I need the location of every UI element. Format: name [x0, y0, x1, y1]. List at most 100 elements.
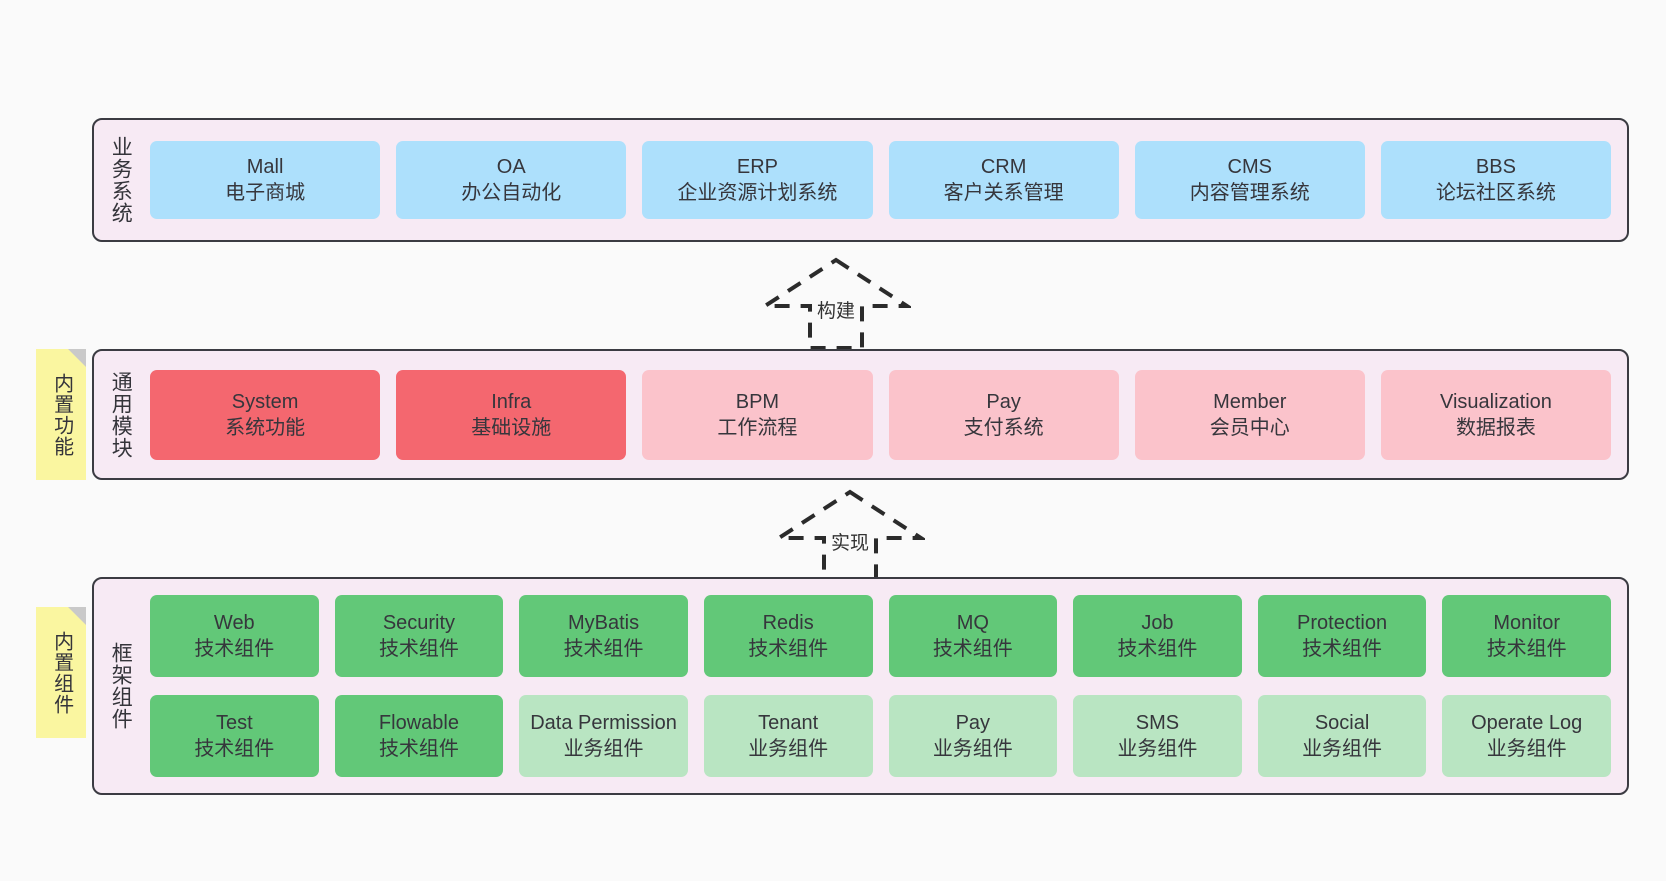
node-title: MQ: [956, 612, 989, 634]
node-row: Mall 电子商城 OA 办公自动化 ERP 企业资源计划系统 CRM 客户关系…: [150, 141, 1612, 219]
node-crm[interactable]: CRM 客户关系管理: [888, 141, 1119, 219]
sticky-note-builtin-function: 内置功能: [36, 349, 86, 480]
node-title: Infra: [491, 390, 532, 413]
node-title: Flowable: [378, 712, 459, 734]
node-pay-module[interactable]: Pay 支付系统: [888, 369, 1119, 460]
node-title: Member: [1213, 390, 1287, 413]
node-title: Data Permission: [530, 712, 677, 734]
node-title: Operate Log: [1471, 712, 1583, 734]
node-title: CMS: [1227, 156, 1272, 178]
node-title: Protection: [1297, 612, 1388, 634]
node-subtitle: 论坛社区系统: [1435, 182, 1556, 204]
layer-framework-component-caption: 框架组件: [109, 642, 133, 730]
node-subtitle: 会员中心: [1209, 416, 1290, 439]
node-subtitle: 技术组件: [748, 638, 829, 660]
page-fold-icon: [68, 607, 86, 625]
layer-framework-component-body: Web 技术组件 Security 技术组件 MyBatis 技术组件 Redi…: [146, 579, 1627, 793]
node-mybatis[interactable]: MyBatis 技术组件: [519, 595, 688, 677]
node-bpm[interactable]: BPM 工作流程: [642, 369, 873, 460]
node-title: Pay: [955, 712, 991, 734]
node-subtitle: 数据报表: [1455, 416, 1536, 439]
dashed-up-arrow-icon: [775, 489, 925, 582]
node-subtitle: 办公自动化: [461, 182, 562, 204]
sticky-note-label: 内置组件: [50, 630, 73, 715]
node-subtitle: 工作流程: [717, 416, 798, 439]
node-title: BPM: [735, 390, 780, 413]
node-tenant[interactable]: Tenant 业务组件: [703, 695, 873, 777]
node-title: Mall: [246, 156, 284, 178]
node-subtitle: 内容管理系统: [1189, 182, 1310, 204]
layer-common-module: 通用模块 System 系统功能 Infra 基础设施 BPM 工作流程 Pay…: [92, 349, 1629, 480]
node-visualization[interactable]: Visualization 数据报表: [1380, 369, 1612, 460]
node-job[interactable]: Job 技术组件: [1073, 595, 1242, 677]
sticky-note-label: 内置功能: [50, 372, 73, 457]
node-mall[interactable]: Mall 电子商城: [150, 141, 381, 219]
node-row: System 系统功能 Infra 基础设施 BPM 工作流程 Pay 支付系统…: [150, 369, 1612, 460]
node-subtitle: 基础设施: [471, 416, 552, 439]
node-subtitle: 技术组件: [563, 638, 644, 660]
node-infra[interactable]: Infra 基础设施: [396, 369, 627, 460]
sticky-note-builtin-component: 内置组件: [36, 607, 86, 738]
node-title: Social: [1314, 712, 1370, 734]
node-subtitle: 业务组件: [1117, 738, 1198, 760]
node-subtitle: 技术组件: [194, 638, 275, 660]
node-subtitle: 企业资源计划系统: [677, 182, 838, 204]
node-subtitle: 客户关系管理: [943, 182, 1064, 204]
node-row: Test 技术组件 Flowable 技术组件 Data Permission …: [150, 695, 1611, 777]
node-title: Visualization: [1439, 390, 1552, 413]
node-operate-log[interactable]: Operate Log 业务组件: [1442, 695, 1611, 777]
node-bbs[interactable]: BBS 论坛社区系统: [1380, 141, 1612, 219]
connector-build-label: 构建: [813, 296, 859, 323]
node-monitor[interactable]: Monitor 技术组件: [1442, 595, 1611, 677]
layer-business-system-caption: 业务系统: [109, 136, 133, 224]
node-subtitle: 技术组件: [1117, 638, 1198, 660]
node-security[interactable]: Security 技术组件: [334, 595, 504, 677]
node-title: MyBatis: [568, 612, 640, 634]
node-title: Monitor: [1493, 612, 1561, 634]
page-fold-icon: [68, 349, 86, 367]
node-subtitle: 技术组件: [932, 638, 1013, 660]
node-title: Web: [213, 612, 255, 634]
node-title: CRM: [980, 156, 1027, 178]
node-redis[interactable]: Redis 技术组件: [703, 595, 873, 677]
node-subtitle: 业务组件: [563, 738, 644, 760]
layer-common-module-caption: 通用模块: [109, 370, 133, 459]
node-subtitle: 技术组件: [1302, 638, 1383, 660]
node-title: Pay: [986, 390, 1021, 413]
node-subtitle: 技术组件: [1486, 638, 1567, 660]
node-oa[interactable]: OA 办公自动化: [396, 141, 627, 219]
layer-framework-component: 框架组件 Web 技术组件 Security 技术组件 MyBatis 技术组件…: [92, 577, 1629, 795]
node-subtitle: 电子商城: [225, 182, 306, 204]
node-subtitle: 业务组件: [748, 738, 829, 760]
node-subtitle: 系统功能: [225, 416, 306, 439]
node-title: BBS: [1475, 156, 1516, 178]
node-flowable[interactable]: Flowable 技术组件: [334, 695, 504, 777]
node-subtitle: 业务组件: [1302, 738, 1383, 760]
node-web[interactable]: Web 技术组件: [150, 595, 319, 677]
node-mq[interactable]: MQ 技术组件: [888, 595, 1058, 677]
node-cms[interactable]: CMS 内容管理系统: [1134, 141, 1365, 219]
node-data-permission[interactable]: Data Permission 业务组件: [519, 695, 688, 777]
node-subtitle: 技术组件: [378, 638, 459, 660]
layer-business-system: 业务系统 Mall 电子商城 OA 办公自动化 ERP 企业资源计划系统 CRM…: [92, 118, 1629, 242]
node-subtitle: 技术组件: [194, 738, 275, 760]
node-title: OA: [496, 156, 526, 178]
node-title: Job: [1141, 612, 1174, 634]
node-title: System: [231, 390, 299, 413]
node-protection[interactable]: Protection 技术组件: [1257, 595, 1427, 677]
node-subtitle: 支付系统: [963, 416, 1044, 439]
node-test[interactable]: Test 技术组件: [150, 695, 319, 777]
node-social[interactable]: Social 业务组件: [1257, 695, 1427, 777]
layer-business-system-body: Mall 电子商城 OA 办公自动化 ERP 企业资源计划系统 CRM 客户关系…: [146, 120, 1627, 240]
node-title: Redis: [762, 612, 814, 634]
node-sms[interactable]: SMS 业务组件: [1073, 695, 1242, 777]
layer-common-module-body: System 系统功能 Infra 基础设施 BPM 工作流程 Pay 支付系统…: [146, 351, 1627, 478]
node-erp[interactable]: ERP 企业资源计划系统: [642, 141, 873, 219]
node-title: SMS: [1135, 712, 1180, 734]
node-system[interactable]: System 系统功能: [150, 369, 381, 460]
node-subtitle: 业务组件: [932, 738, 1013, 760]
node-member[interactable]: Member 会员中心: [1134, 369, 1365, 460]
node-subtitle: 技术组件: [378, 738, 459, 760]
node-pay-component[interactable]: Pay 业务组件: [888, 695, 1058, 777]
